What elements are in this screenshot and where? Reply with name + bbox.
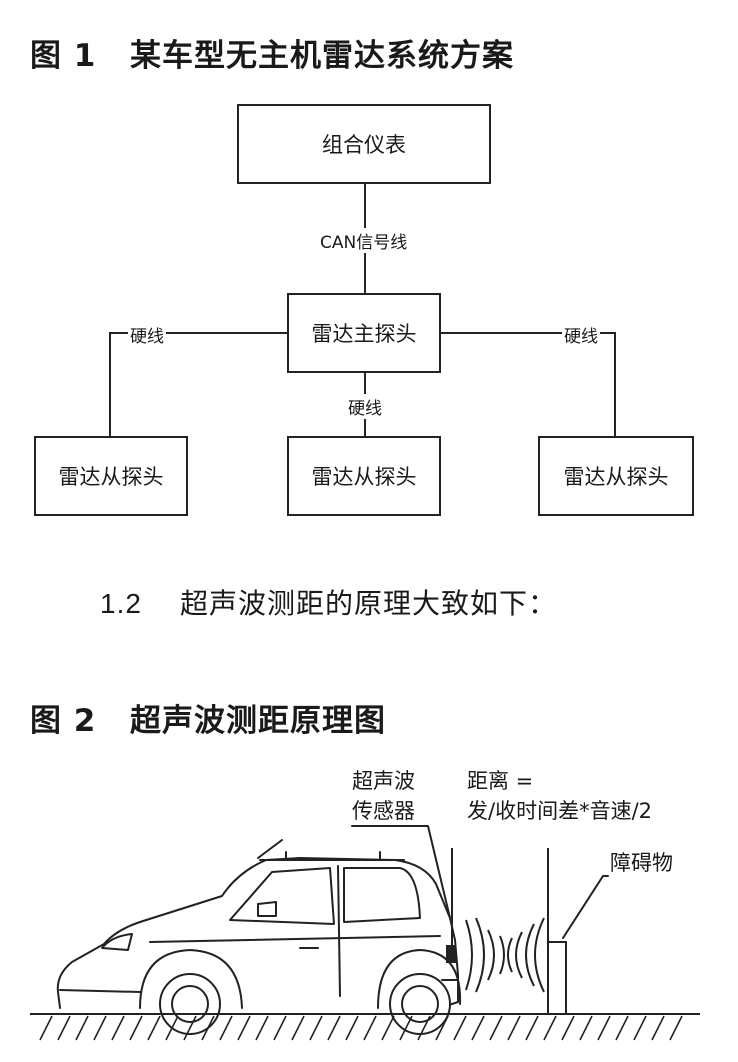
wire-left-label: 硬线 <box>128 322 166 347</box>
side-mirror <box>257 901 277 917</box>
figure2-caption: 超声波测距原理图 <box>130 703 386 739</box>
side-window <box>343 867 421 923</box>
front-hubcap <box>171 985 209 1023</box>
section-heading: 1.2 超声波测距的原理大致如下： <box>100 582 557 622</box>
can-bus-label: CAN信号线 <box>318 228 410 253</box>
wire-right-vertical <box>614 332 616 438</box>
car-roof-rack <box>259 851 405 861</box>
radar-slave-box-left: 雷达从探头 <box>34 436 188 516</box>
wire-right-horizontal <box>441 332 616 334</box>
front-bumper <box>59 989 141 993</box>
sound-wave-arc-8 <box>534 917 545 993</box>
radar-master-label: 雷达主探头 <box>311 322 417 346</box>
door-line <box>337 865 341 997</box>
figure1-number: 图 1 <box>30 38 97 74</box>
figure1-caption: 某车型无主机雷达系统方案 <box>130 38 514 74</box>
figure2-title: 图 2 超声波测距原理图 <box>30 695 386 740</box>
section-text: 超声波测距的原理大致如下： <box>180 587 558 620</box>
formula-line2: 发/收时间差*音速/2 <box>467 799 653 823</box>
sensor-callout-line <box>351 825 451 919</box>
front-wheel <box>159 973 221 1035</box>
section-number: 1.2 <box>100 588 142 619</box>
sensor-label-line2: 传感器 <box>352 799 415 823</box>
rear-wheel-arch <box>377 949 462 1009</box>
distance-formula: 距离 = 发/收时间差*音速/2 <box>467 766 652 826</box>
radar-slave-label-middle: 雷达从探头 <box>311 465 417 489</box>
obstacle-callout-line <box>562 875 609 939</box>
obstacle-label: 障碍物 <box>610 851 673 875</box>
car-body <box>56 857 459 1009</box>
rear-hubcap <box>401 985 439 1023</box>
instrument-cluster-box: 组合仪表 <box>237 104 491 184</box>
sound-wave-arc-7 <box>525 923 535 987</box>
car-antenna <box>257 839 283 859</box>
wire-right-label: 硬线 <box>562 322 600 347</box>
sensor-label: 超声波 传感器 <box>352 766 415 826</box>
windshield <box>229 867 335 925</box>
radar-slave-label-right: 雷达从探头 <box>563 465 669 489</box>
radar-slave-box-middle: 雷达从探头 <box>287 436 441 516</box>
sound-wave-arc-6 <box>515 931 523 979</box>
radar-master-box: 雷达主探头 <box>287 293 441 373</box>
rear-wheel <box>389 973 451 1035</box>
ground-hatching <box>39 1015 683 1041</box>
ultrasonic-sensor <box>446 945 456 963</box>
sound-wave-arc-3 <box>487 929 495 981</box>
sound-wave-arc-5 <box>507 937 513 973</box>
sound-wave-arc-4 <box>499 935 505 975</box>
wire-middle-label: 硬线 <box>346 394 384 419</box>
figure1-title: 图 1 某车型无主机雷达系统方案 <box>30 30 514 75</box>
sound-wave-arc-1 <box>465 919 473 991</box>
radar-slave-box-right: 雷达从探头 <box>538 436 694 516</box>
sound-wave-arc-2 <box>475 917 485 993</box>
sensor-label-line1: 超声波 <box>352 769 415 793</box>
wire-left-horizontal <box>109 332 287 334</box>
body-crease <box>149 935 441 943</box>
obstacle-wall <box>547 941 567 1015</box>
instrument-cluster-label: 组合仪表 <box>322 133 406 157</box>
radar-slave-label-left: 雷达从探头 <box>58 465 164 489</box>
front-wheel-arch <box>139 949 243 1009</box>
wire-left-vertical <box>109 332 111 438</box>
formula-line1: 距离 = <box>467 769 534 793</box>
headlight <box>101 933 133 951</box>
figure2-number: 图 2 <box>30 703 97 739</box>
